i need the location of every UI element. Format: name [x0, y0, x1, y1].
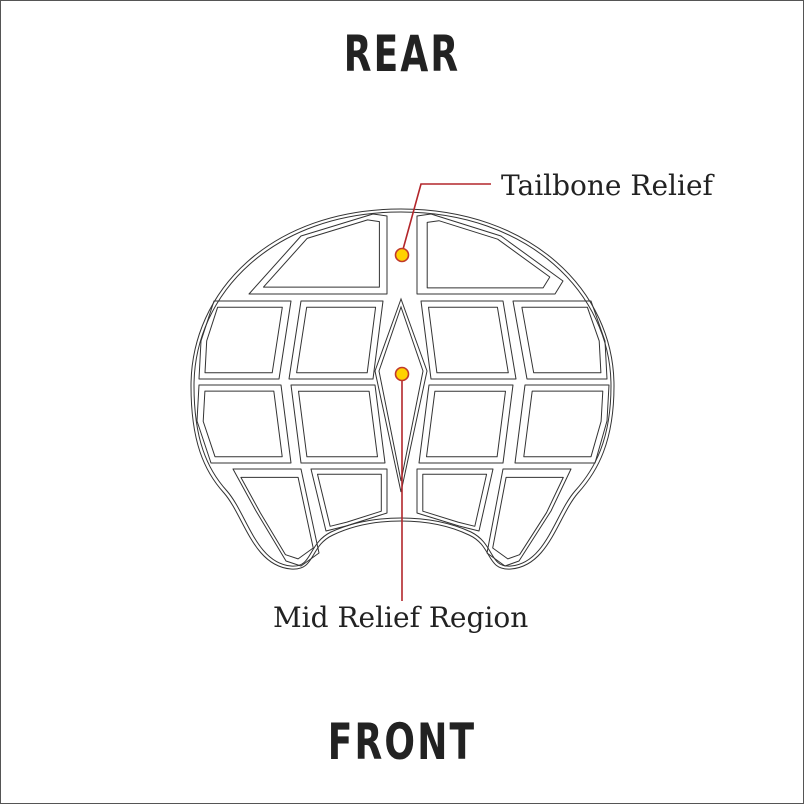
cushion-cell-inner [317, 473, 382, 527]
cushion-cell-inner [263, 219, 380, 288]
cushion-cell-inner [422, 473, 488, 527]
front-heading: FRONT [327, 713, 477, 771]
cushion-cell-inner [204, 306, 283, 374]
mid-relief-slot-inner [378, 305, 424, 482]
cushion-cell-inner [426, 220, 551, 289]
cushion-cell-inner [296, 306, 377, 374]
tailbone-relief-label: Tailbone Relief [501, 169, 713, 202]
cushion-cell [310, 468, 388, 532]
cushion-cell [418, 384, 514, 464]
tailbone-leader-line [401, 183, 491, 254]
cushion-cell-inner [492, 476, 564, 560]
cushion-cell [512, 300, 608, 380]
cushion-cell [196, 384, 292, 464]
tailbone-marker-dot [394, 247, 410, 263]
cushion-cell [486, 468, 572, 567]
mid-relief-marker-dot [394, 366, 410, 382]
cushion-cell [416, 213, 564, 295]
cushion-cell-inner [202, 390, 283, 458]
cushion-cell [288, 300, 384, 380]
rear-heading: REAR [343, 25, 461, 83]
cushion-outline-inner [193, 211, 612, 567]
cushion-cell [420, 300, 517, 380]
cushion-cell [232, 468, 320, 567]
cushion-cell-inner [521, 306, 602, 374]
cushion-outline [190, 208, 615, 570]
mid-relief-slot [374, 297, 428, 493]
cushion-cell [514, 384, 610, 464]
cushion-cell-inner [240, 476, 314, 560]
mid-relief-callout [394, 366, 410, 601]
cushion-cell-inner [426, 390, 506, 458]
cushion-cell [198, 300, 292, 380]
cushion-cell-inner [523, 390, 604, 458]
cushion-cell [248, 213, 388, 295]
cushion-cell-inner [298, 390, 378, 458]
mid-relief-label: Mid Relief Region [273, 601, 529, 634]
cushion-cell-inner [428, 306, 509, 374]
cushion-cell [290, 384, 386, 464]
tailbone-callout [394, 183, 491, 263]
cushion-cell [416, 468, 494, 532]
